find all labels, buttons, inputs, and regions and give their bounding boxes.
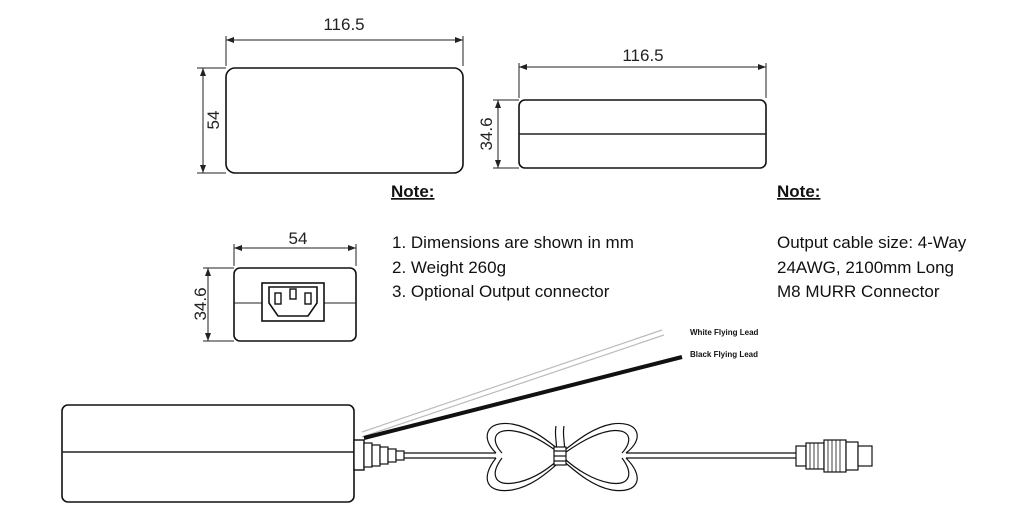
top-view-outline — [225, 67, 464, 174]
notes-right-line-2: 24AWG, 2100mm Long — [777, 258, 954, 277]
notes-right-line-1: Output cable size: 4-Way — [777, 233, 967, 252]
unit-perspective — [61, 404, 873, 503]
coiled-cable — [486, 422, 638, 492]
notes-left-heading: Note: — [391, 182, 434, 201]
strain-relief — [353, 439, 405, 471]
notes-left-line-3: 3. Optional Output connector — [392, 282, 610, 301]
side-view-height-label: 34.6 — [477, 117, 496, 150]
side-view: 116.5 34.6 — [477, 46, 767, 169]
notes-left-line-2: 2. Weight 260g — [392, 258, 506, 277]
black-flying-lead — [363, 355, 683, 440]
black-lead-label: Black Flying Lead — [690, 350, 758, 359]
unit-body — [61, 404, 355, 503]
notes-left: Note: 1. Dimensions are shown in mm 2. W… — [391, 182, 634, 301]
end-view: 54 34.6 — [191, 229, 357, 342]
side-view-width-label: 116.5 — [622, 46, 663, 65]
notes-left-line-1: 1. Dimensions are shown in mm — [392, 233, 634, 252]
flying-leads: White Flying Lead Black Flying Lead — [361, 328, 759, 440]
white-lead-label: White Flying Lead — [690, 328, 759, 337]
m8-connector-icon — [795, 439, 873, 473]
notes-right-heading: Note: — [777, 182, 820, 201]
notes-right-line-3: M8 MURR Connector — [777, 282, 940, 301]
end-view-width-label: 54 — [289, 229, 308, 248]
top-view: 116.5 54 — [197, 15, 464, 174]
top-view-height-label: 54 — [204, 111, 223, 130]
top-view-width-label: 116.5 — [323, 15, 364, 34]
end-view-height-label: 34.6 — [191, 287, 210, 320]
iec-inlet-icon — [261, 282, 325, 322]
notes-right: Note: Output cable size: 4-Way 24AWG, 21… — [777, 182, 967, 301]
